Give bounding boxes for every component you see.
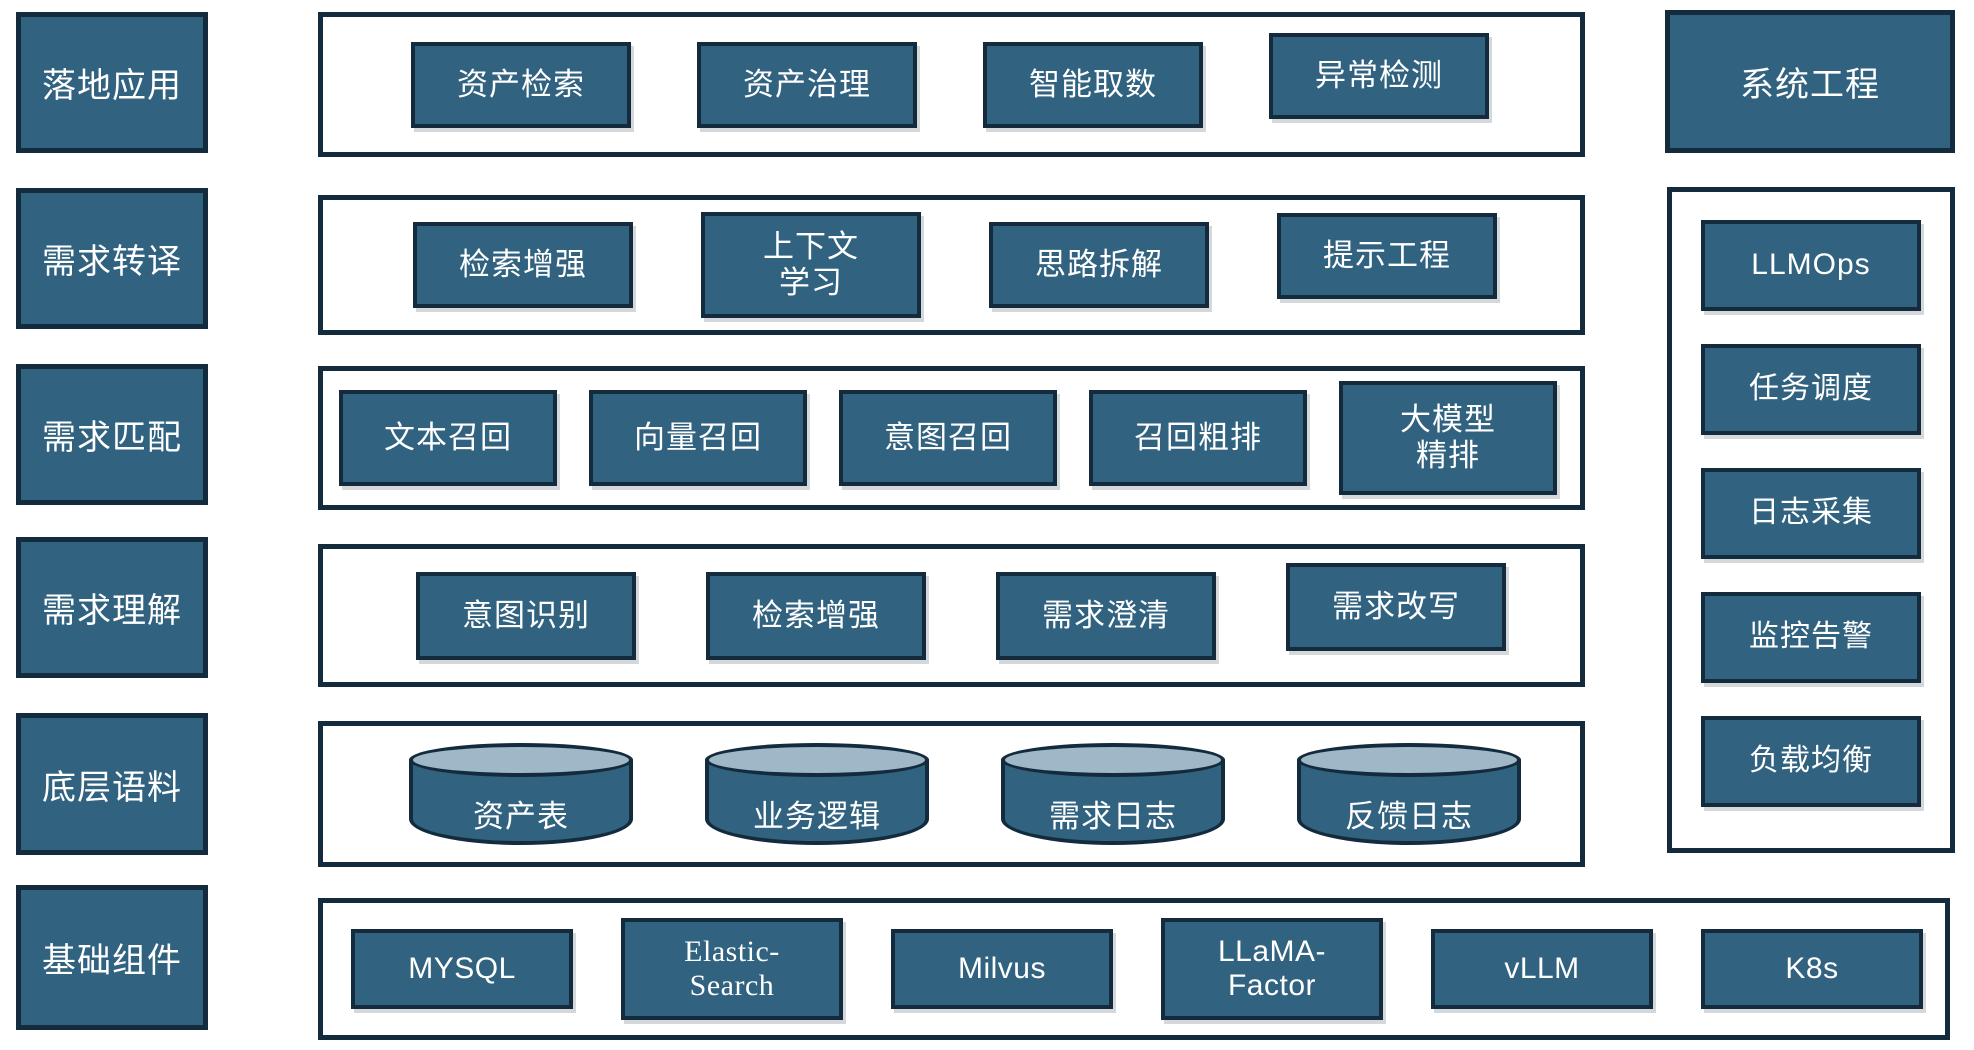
row-understanding: 意图识别 检索增强 需求澄清 需求改写 (318, 544, 1585, 687)
box-milvus: Milvus (891, 929, 1113, 1009)
box-recall-coarse-rank: 召回粗排 (1089, 390, 1307, 486)
database-feedback-log: 反馈日志 (1297, 743, 1521, 845)
row-components: MYSQL Elastic- Search Milvus LLaMA- Fact… (318, 898, 1950, 1040)
database-requirement-log: 需求日志 (1001, 743, 1225, 845)
cylinder-label: 业务逻辑 (753, 798, 881, 834)
cylinder-top-icon (409, 743, 633, 777)
cylinder-top-icon (1001, 743, 1225, 777)
box-log-collection: 日志采集 (1701, 468, 1921, 559)
row-translation: 检索增强 上下文 学习 思路拆解 提示工程 (318, 195, 1585, 335)
box-retrieval-augmentation: 检索增强 (413, 222, 633, 308)
box-prompt-engineering: 提示工程 (1277, 213, 1497, 299)
layer-label-understanding: 需求理解 (16, 537, 208, 678)
layer-label-translation: 需求转译 (16, 188, 208, 329)
row-matching: 文本召回 向量召回 意图召回 召回粗排 大模型 精排 (318, 366, 1585, 510)
box-llmops: LLMOps (1701, 220, 1921, 311)
box-vector-recall: 向量召回 (589, 390, 807, 486)
box-vllm: vLLM (1431, 929, 1653, 1009)
layer-label-components: 基础组件 (16, 885, 208, 1030)
box-text-recall: 文本召回 (339, 390, 557, 486)
box-smart-data-fetch: 智能取数 (983, 41, 1203, 128)
layer-label-matching: 需求匹配 (16, 364, 208, 505)
box-intent-recall: 意图召回 (839, 390, 1057, 486)
database-asset-table: 资产表 (409, 743, 633, 845)
cylinder-label: 反馈日志 (1345, 798, 1473, 834)
box-retrieval-augmentation-2: 检索增强 (706, 571, 926, 660)
box-task-scheduling: 任务调度 (1701, 344, 1921, 435)
box-monitor-alert: 监控告警 (1701, 592, 1921, 683)
box-llm-fine-rank: 大模型 精排 (1339, 381, 1557, 495)
cylinder-top-icon (705, 743, 929, 777)
box-mysql: MYSQL (351, 929, 573, 1009)
box-anomaly-detection: 异常检测 (1269, 32, 1489, 119)
box-asset-governance: 资产治理 (697, 41, 917, 128)
box-requirement-rewrite: 需求改写 (1286, 562, 1506, 651)
box-intent-recognition: 意图识别 (416, 571, 636, 660)
layer-label-applications: 落地应用 (16, 12, 208, 153)
box-elasticsearch: Elastic- Search (621, 918, 843, 1020)
box-load-balance: 负载均衡 (1701, 716, 1921, 807)
ops-panel: LLMOps 任务调度 日志采集 监控告警 负载均衡 (1667, 187, 1955, 853)
cylinder-top-icon (1297, 743, 1521, 777)
box-requirement-clarify: 需求澄清 (996, 571, 1216, 660)
cylinder-label: 资产表 (473, 798, 569, 834)
box-system-engineering: 系统工程 (1665, 10, 1955, 153)
row-corpus: 资产表 业务逻辑 需求日志 反馈日志 (318, 721, 1585, 867)
box-llama-factor: LLaMA- Factor (1161, 918, 1383, 1020)
database-business-logic: 业务逻辑 (705, 743, 929, 845)
layer-label-corpus: 底层语料 (16, 713, 208, 855)
cylinder-label: 需求日志 (1049, 798, 1177, 834)
box-asset-retrieval: 资产检索 (411, 41, 631, 128)
row-applications: 资产检索 资产治理 智能取数 异常检测 (318, 12, 1585, 157)
box-k8s: K8s (1701, 929, 1923, 1009)
box-thought-decomposition: 思路拆解 (989, 222, 1209, 308)
box-in-context-learning: 上下文 学习 (701, 212, 921, 318)
